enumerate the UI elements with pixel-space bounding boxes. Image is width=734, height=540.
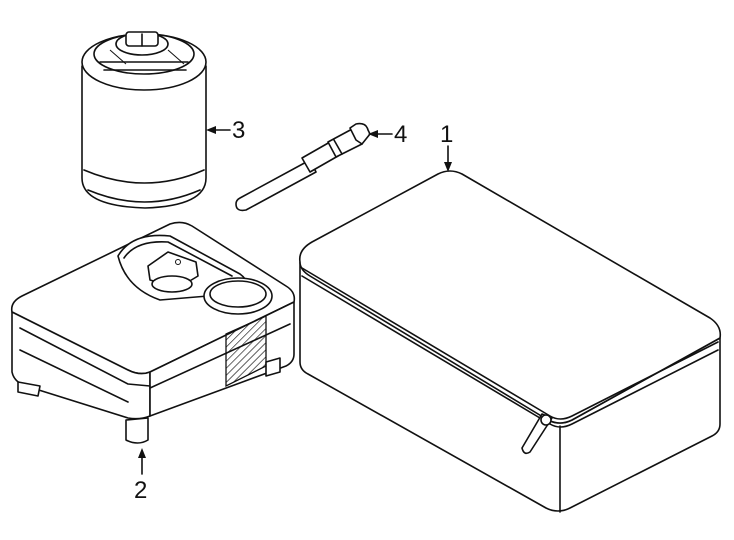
callout-4: 4 [368, 121, 407, 148]
callout-label-1: 1 [440, 121, 453, 148]
air-compressor [10, 221, 296, 444]
callout-3: 3 [206, 117, 245, 144]
sealant-bottle [81, 31, 207, 209]
callout-1: 1 [440, 121, 453, 172]
valve-tool [235, 122, 371, 212]
callout-label-2: 2 [134, 477, 147, 504]
callout-2: 2 [134, 448, 147, 504]
callout-label-4: 4 [394, 121, 407, 148]
callout-label-3: 3 [232, 117, 245, 144]
storage-case [298, 170, 722, 513]
